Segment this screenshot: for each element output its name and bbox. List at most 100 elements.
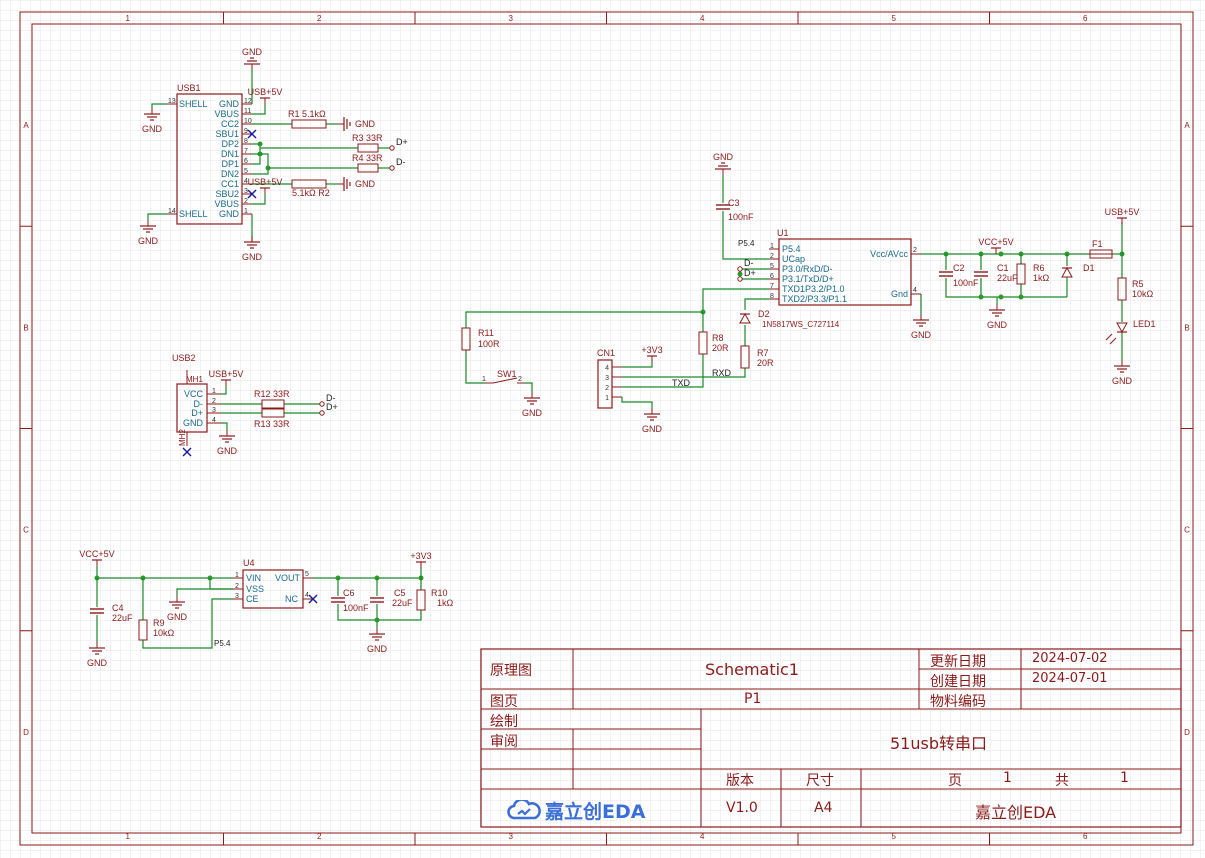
title-block-size-value: A4: [814, 800, 833, 816]
d2-wire: [744, 298, 769, 310]
usb1-pin-name: DP2: [221, 139, 239, 149]
ground-label: GND: [242, 47, 263, 57]
cn1-pin-num: 3: [605, 375, 609, 382]
ground-label: GND: [242, 252, 263, 262]
c4-ref: C4: [112, 603, 124, 613]
r2-label: 5.1kΩ R2: [292, 188, 330, 198]
title-block-create-label: 创建日期: [930, 674, 986, 690]
u4-3v3-power: +3V3: [410, 551, 432, 568]
ground-label: GND: [713, 152, 734, 162]
usb2-pin-name: D-: [194, 399, 204, 409]
frame-row-label: D: [23, 728, 29, 737]
led1-diode: [1116, 322, 1128, 334]
title-block-material-label: 物料编码: [930, 694, 986, 710]
title-block-type-label: 原理图: [490, 663, 532, 679]
diode-body: [1116, 322, 1128, 334]
ground-label: GND: [355, 119, 376, 129]
r4-dminus-label: D-: [396, 157, 406, 167]
usb1-vbus-power: USB+5V: [248, 87, 283, 104]
u4-vss-gnd: GND: [167, 596, 188, 622]
frame-col-label: 2: [317, 832, 322, 841]
ground-label: GND: [167, 612, 188, 622]
net-port: [389, 145, 395, 151]
junction-dot: [737, 271, 743, 277]
usb1-pin-num: 8: [244, 138, 248, 145]
c5-ref: C5: [394, 588, 406, 598]
c6-value: 100nF: [343, 603, 369, 613]
usb1-pin-name: VBUS: [214, 109, 239, 119]
r5-resistor: [1117, 277, 1127, 301]
r3-dplus-label: D+: [396, 137, 408, 147]
vcc-gnd-bus: [945, 278, 1067, 298]
wires: [94, 70, 1125, 649]
usb1-pin-name: GND: [219, 209, 240, 219]
usb1-pin-name: VBUS: [214, 199, 239, 209]
u1-pin-name: P3.0/RxD/D-: [782, 264, 833, 274]
components: GNDGNDGNDUSB+5VGNDGNDUSB+5VGNDUSB+5VGNDG…: [79, 47, 1139, 668]
power-label: USB+5V: [248, 87, 283, 97]
usb2-pin-num: 4: [212, 417, 216, 424]
rxd-wire: [622, 368, 746, 378]
txd-wire: [622, 354, 704, 388]
net-port: [319, 410, 325, 416]
sw1-pin-num: 1: [482, 376, 486, 383]
power-label: +3V3: [410, 551, 431, 561]
d2-value: 1N5817WS_C727114: [762, 320, 840, 329]
usb1-shell-wire: [151, 103, 167, 108]
cn1-pin-num: 1: [605, 395, 609, 402]
usb2-mh1: MH1: [186, 375, 203, 384]
ground-label: GND: [142, 124, 163, 134]
ground-label: GND: [911, 330, 932, 340]
r11-sw-wire: [465, 350, 485, 384]
cn1-pin-num: 4: [605, 365, 609, 372]
u1-pin-num: 4: [913, 287, 917, 294]
cn1-body: [597, 359, 613, 409]
power-label: USB+5V: [1105, 207, 1140, 217]
c1-ref: C1: [997, 263, 1009, 273]
diode-body: [739, 312, 751, 324]
junction-dot: [374, 617, 380, 623]
title-block-project-name[interactable]: 51usb转串口: [890, 734, 987, 753]
usb1-pin-name: SBU1: [215, 129, 239, 139]
u4-vss-wire: [176, 588, 233, 596]
f1-usb5v-power: USB+5V: [1105, 207, 1140, 224]
usb1-pin-name: DP1: [221, 159, 239, 169]
junction-dot: [998, 251, 1004, 257]
usb1-pin-num: 5: [244, 168, 248, 175]
power-label: VCC+5V: [978, 237, 1013, 247]
u1-pin-num: 2: [913, 247, 917, 254]
u4-pin-name: CE: [246, 594, 259, 604]
frame-row-label: A: [1184, 121, 1190, 130]
usb2-pin-name: D+: [191, 408, 203, 418]
title-block-update-date: 2024-07-02: [1032, 651, 1108, 666]
r6-value: 1kΩ: [1033, 273, 1050, 283]
r2-gnd: GND: [338, 177, 376, 191]
no-connect-mark: [247, 129, 257, 139]
usb1-pin-num: 7: [244, 148, 248, 155]
title-block-page-label: 图页: [490, 694, 518, 710]
ground-label: GND: [522, 408, 543, 418]
usb1-pin-num: 6: [244, 158, 248, 165]
cn1-3v3-wire: [622, 362, 653, 368]
c3-gnd: GND: [713, 152, 734, 175]
ground-label: GND: [87, 658, 108, 668]
u4-p54-label: P5.4: [214, 639, 231, 648]
r8-value: 20R: [712, 343, 729, 353]
frame-col-label: 3: [509, 14, 514, 23]
title-block-schematic-name[interactable]: Schematic1: [705, 660, 800, 679]
usb1-pin-name: GND: [219, 99, 240, 109]
ground-label: GND: [987, 320, 1008, 330]
r13-dplus-label: D+: [326, 402, 338, 412]
usb2-mh2: MH2: [178, 429, 187, 446]
r3-label: R3 33R: [352, 133, 383, 143]
usb1-pin-name: SHELL: [179, 209, 208, 219]
usb2-pin-name: VCC: [184, 389, 204, 399]
r13-resistor: [261, 408, 285, 418]
junction-dot: [257, 141, 263, 147]
u1-dplus-label: D+: [744, 268, 756, 278]
r8-ref: R8: [712, 333, 724, 343]
title-block-create-date: 2024-07-01: [1032, 671, 1108, 686]
usb1-vbus2-wire: [252, 194, 266, 205]
